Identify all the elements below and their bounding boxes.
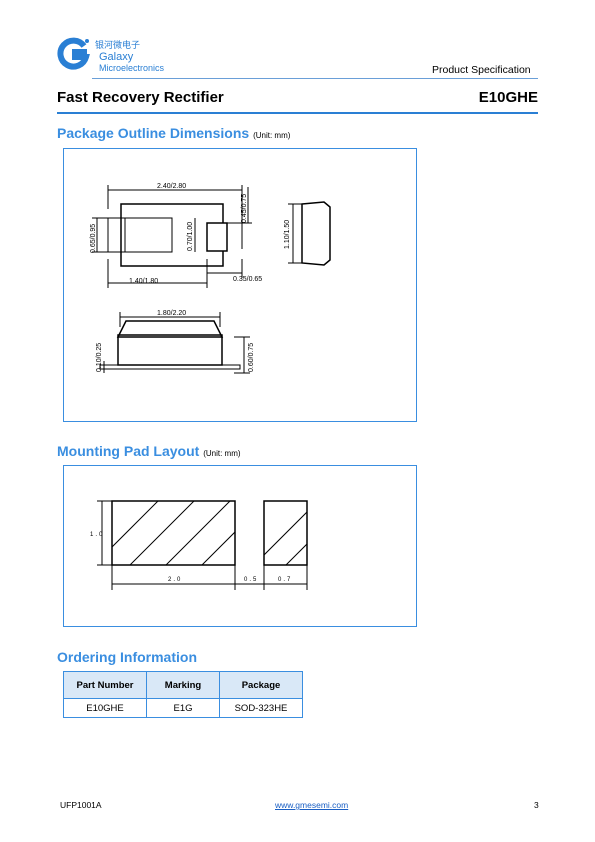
logo-brand-text: Galaxy (99, 51, 134, 63)
mounting-pad-box (63, 465, 417, 627)
package-outline-heading: Package Outline Dimensions (Unit: mm) (57, 125, 290, 141)
mounting-pad-unit: (Unit: mm) (203, 449, 241, 458)
dim-width-label: 0.65/0.95 (90, 224, 97, 253)
package-outline-heading-text: Package Outline Dimensions (57, 125, 250, 141)
mounting-pad-heading-text: Mounting Pad Layout (57, 443, 200, 459)
page-title: Fast Recovery Rectifier (57, 89, 224, 106)
dim-lead-width-label: 0.70/1.00 (187, 222, 194, 251)
package-outline-box (63, 148, 417, 422)
pad-height-label: 1.0 (90, 532, 104, 538)
dim-lead-offset-label: 0.45/0.75 (241, 194, 248, 223)
dim-total-height-label: 0.60/0.75 (248, 343, 255, 372)
footer-page-number: 3 (534, 800, 539, 810)
ordering-heading: Ordering Information (57, 649, 197, 665)
pad-small-width-label: 0.7 (278, 577, 292, 583)
dim-side-height-label: 1.10/1.50 (284, 220, 291, 249)
logo-chinese-text: 银河微电子 (95, 41, 141, 51)
table-row: E10GHE E1G SOD-323HE (63, 698, 303, 718)
column-header-package: Package (219, 671, 303, 699)
mounting-pad-heading: Mounting Pad Layout (Unit: mm) (57, 443, 241, 459)
footer-website-link[interactable]: www.gmesemi.com (275, 800, 349, 810)
dim-lead-length-label: 0.35/0.65 (233, 276, 262, 283)
dim-body-length-label: 1.40/1.80 (129, 278, 158, 285)
dim-body-bottom-label: 1.80/2.20 (157, 310, 186, 317)
dim-thickness-label: 0.10/0.25 (96, 343, 103, 372)
title-divider (57, 112, 538, 114)
header-divider (92, 78, 538, 79)
pad-gap-label: 0.5 (244, 577, 258, 583)
pad-large-width-label: 2.0 (168, 577, 182, 583)
column-header-part-number: Part Number (63, 671, 147, 699)
cell-package: SOD-323HE (219, 698, 303, 718)
part-number-title: E10GHE (478, 89, 538, 106)
footer-doc-id: UFP1001A (60, 800, 102, 810)
logo-sub-text: Microelectronics (99, 63, 165, 73)
table-header-row: Part Number Marking Package (63, 671, 303, 699)
column-header-marking: Marking (146, 671, 220, 699)
mounting-pad-drawing: 1.0 2.0 0.5 0.7 (90, 500, 308, 590)
package-outline-unit: (Unit: mm) (253, 131, 291, 140)
product-specification-label: Product Specification (432, 64, 531, 76)
cell-part-number: E10GHE (63, 698, 147, 718)
galaxy-logo-icon (57, 37, 90, 70)
ordering-table: Part Number Marking Package E10GHE E1G S… (63, 671, 303, 718)
dim-length-label: 2.40/2.80 (157, 183, 186, 190)
package-outline-drawing: 2.40/2.80 1.40/1.80 0.35/0.65 1.80/2.20 … (90, 183, 331, 374)
cell-marking: E1G (146, 698, 220, 718)
